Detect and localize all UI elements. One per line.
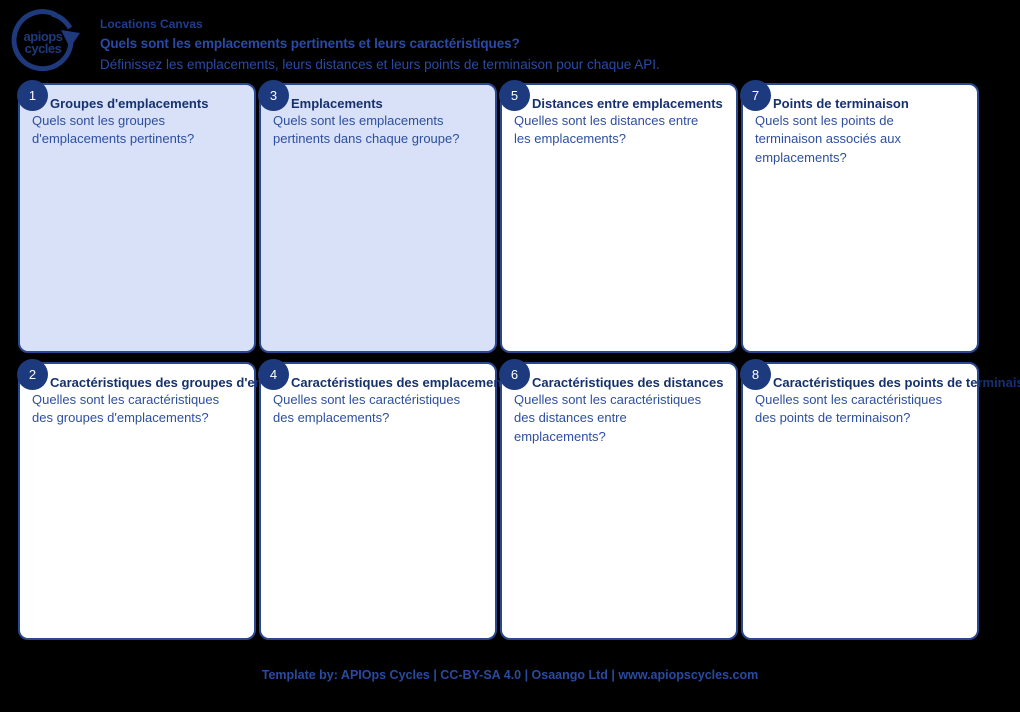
- box-question: Quelles sont les caractéristiques des di…: [514, 392, 702, 444]
- box-3-emplacements: 3 Emplacements Quels sont les emplacemen…: [258, 80, 497, 353]
- box-number-badge: 2: [17, 359, 48, 390]
- box-title: Groupes d'emplacements: [50, 96, 209, 111]
- box-number-badge: 3: [258, 80, 289, 111]
- box-6-caracteristiques-distances: 6 Caractéristiques des distances Quelles…: [499, 359, 738, 640]
- attribution-text: Template by: APIOps Cycles | CC-BY-SA 4.…: [261, 668, 759, 682]
- box-number-badge: 6: [499, 359, 530, 390]
- box-number-badge: 5: [499, 80, 530, 111]
- box-question: Quelles sont les caractéristiques des po…: [755, 392, 943, 426]
- logo-text-apiops: apiops: [23, 29, 63, 44]
- box-title: Caractéristiques des emplacements: [291, 375, 513, 390]
- box-question: Quels sont les emplacements pertinents d…: [273, 113, 460, 147]
- box-question: Quels sont les points de terminaison ass…: [755, 113, 901, 165]
- box-number-badge: 4: [258, 359, 289, 390]
- box-7-points-de-terminaison: 7 Points de terminaison Quels sont les p…: [740, 80, 979, 353]
- canvas-question: Quels sont les emplacements pertinents e…: [100, 36, 520, 51]
- box-5-distances-entre-emplacements: 5 Distances entre emplacements Quelles s…: [499, 80, 738, 353]
- box-4-caracteristiques-emplacements: 4 Caractéristiques des emplacements Quel…: [258, 359, 513, 640]
- box-title: Distances entre emplacements: [532, 96, 723, 111]
- box-title: Caractéristiques des points de terminais…: [773, 375, 1020, 390]
- box-title: Points de terminaison: [773, 96, 909, 111]
- box-number-badge: 1: [17, 80, 48, 111]
- box-8-caracteristiques-points-terminaison: 8 Caractéristiques des points de termina…: [740, 359, 1020, 640]
- box-title: Emplacements: [291, 96, 383, 111]
- box-1-groupes-d-emplacements: 1 Groupes d'emplacements Quels sont les …: [17, 80, 256, 353]
- canvas-title: Locations Canvas: [100, 17, 203, 31]
- canvas-footer: Template by: APIOps Cycles | CC-BY-SA 4.…: [0, 668, 1020, 682]
- box-number-badge: 7: [740, 80, 771, 111]
- box-question: Quels sont les groupes d'emplacements pe…: [32, 113, 195, 147]
- box-question: Quelles sont les caractéristiques des gr…: [32, 392, 220, 426]
- box-question: Quelles sont les distances entre les emp…: [514, 113, 699, 147]
- box-title: Caractéristiques des distances: [532, 375, 724, 390]
- box-question: Quelles sont les caractéristiques des em…: [273, 392, 461, 426]
- header-text-block: Locations Canvas Quels sont les emplacem…: [100, 17, 660, 72]
- box-2-caracteristiques-groupes: 2 Caractéristiques des groupes d'emplace…: [17, 359, 338, 640]
- logo-text-cycles: cycles: [24, 41, 62, 56]
- apiops-cycles-logo: apiops cycles: [8, 6, 80, 74]
- cycle-arrow-icon: [11, 9, 80, 72]
- box-number-badge: 8: [740, 359, 771, 390]
- canvas-instruction: Définissez les emplacements, leurs dista…: [100, 57, 660, 72]
